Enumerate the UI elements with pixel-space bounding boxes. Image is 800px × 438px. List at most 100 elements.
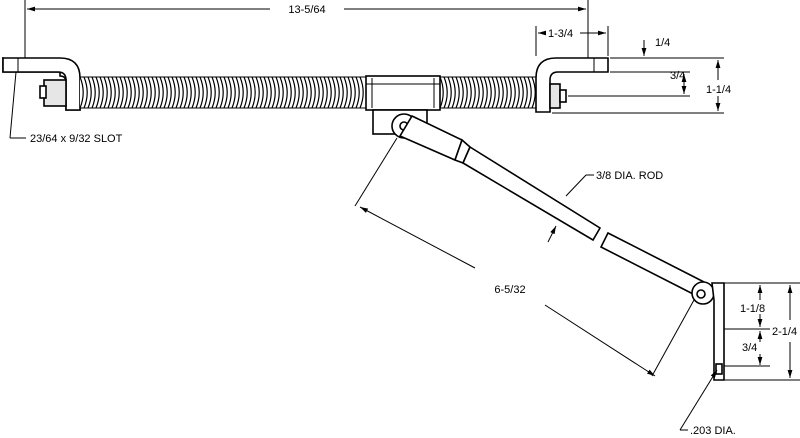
- spring-coil: [335, 76, 340, 109]
- spring-coil: [339, 76, 344, 109]
- spring-coil: [99, 76, 104, 109]
- spring-coil: [279, 76, 284, 109]
- spring-coil: [219, 76, 224, 109]
- spring-coil: [103, 76, 108, 109]
- spring-coil: [263, 76, 268, 109]
- spring-coil: [507, 76, 512, 109]
- right-bracket: [535, 57, 609, 113]
- spring-coil: [143, 76, 148, 109]
- spring-coil: [283, 76, 288, 109]
- strut-rod: [391, 113, 715, 305]
- spring-coil: [295, 76, 300, 109]
- hole-diameter-callout: .203 DIA.: [679, 369, 736, 437]
- spring-coil: [151, 76, 156, 109]
- spring-coil: [135, 76, 140, 109]
- bracket-width-label: 1-3/4: [548, 28, 573, 40]
- spring-coil: [243, 76, 248, 109]
- spring-coil: [95, 76, 100, 109]
- spring-coil: [203, 76, 208, 109]
- spring-coil: [147, 76, 152, 109]
- lower-bracket: [711, 282, 725, 381]
- spring-coil: [311, 76, 316, 109]
- spring-coil: [327, 76, 332, 109]
- spring-coil: [119, 76, 124, 109]
- spring-coil: [515, 76, 520, 109]
- lower-hole-spacing-label: 1-1/8: [740, 303, 765, 315]
- spring-coil: [307, 76, 312, 109]
- spring-coil: [191, 76, 196, 109]
- right-spring: [439, 76, 536, 109]
- spring-coil: [275, 76, 280, 109]
- spring-coil: [255, 76, 260, 109]
- lower-hole-offset-label: 3/4: [742, 342, 757, 354]
- top-offset-dimension: 1/4: [610, 37, 690, 73]
- spring-coil: [123, 76, 128, 109]
- bolt-offset-dimension: 3/4: [568, 70, 690, 97]
- spring-coil: [271, 76, 276, 109]
- spring-coil: [511, 76, 516, 109]
- spring-coil: [87, 76, 92, 109]
- spring-coil: [491, 76, 496, 109]
- hole-diameter-label: .203 DIA.: [690, 425, 736, 437]
- spring-coil: [499, 76, 504, 109]
- overall-length-label: 13-5/64: [288, 4, 325, 16]
- left-spring: [79, 76, 366, 109]
- spring-coil: [227, 76, 232, 109]
- spring-coil: [127, 76, 132, 109]
- spring-coil: [475, 76, 480, 109]
- spring-coil: [447, 76, 452, 109]
- spring-coil: [503, 76, 508, 109]
- spring-coil: [91, 76, 96, 109]
- spring-coil: [291, 76, 296, 109]
- spring-coil: [315, 76, 320, 109]
- slot-label: 23/64 x 9/32 SLOT: [30, 133, 123, 145]
- spring-coil: [195, 76, 200, 109]
- spring-coil: [483, 76, 488, 109]
- slot-callout: 23/64 x 9/32 SLOT: [9, 71, 123, 145]
- spring-coil: [287, 76, 292, 109]
- spring-coil: [179, 76, 184, 109]
- lower-dimensions: 1-1/8 3/4 2-1/4: [724, 282, 800, 381]
- spring-coil: [355, 76, 360, 109]
- spring-coil: [115, 76, 120, 109]
- spring-coil: [479, 76, 484, 109]
- spring-coil: [351, 76, 356, 109]
- bracket-height-dimension: 1-1/4: [552, 57, 731, 114]
- rod-diameter-label: 3/8 DIA. ROD: [596, 170, 663, 182]
- spring-coil: [139, 76, 144, 109]
- lower-bracket-height-label: 2-1/4: [772, 326, 797, 338]
- bolt-offset-label: 3/4: [670, 70, 685, 82]
- spring-coil: [251, 76, 256, 109]
- spring-coil: [523, 76, 528, 109]
- spring-coil: [347, 76, 352, 109]
- spring-coil: [443, 76, 448, 109]
- spring-coil: [527, 76, 532, 109]
- spring-coil: [211, 76, 216, 109]
- bracket-width-dimension: 1-3/4: [535, 26, 609, 56]
- top-offset-label: 1/4: [655, 37, 670, 49]
- rod-length-label: 6-5/32: [494, 284, 525, 296]
- spring-coil: [323, 76, 328, 109]
- spring-coil: [155, 76, 160, 109]
- spring-coil: [207, 76, 212, 109]
- bracket-height-label: 1-1/4: [706, 84, 731, 96]
- spring-coil: [463, 76, 468, 109]
- spring-coil: [235, 76, 240, 109]
- spring-coil: [319, 76, 324, 109]
- left-bracket: [2, 56, 81, 111]
- spring-coil: [519, 76, 524, 109]
- spring-coil: [111, 76, 116, 109]
- spring-coil: [163, 76, 168, 109]
- spring-coil: [79, 76, 84, 109]
- spring-coil: [451, 76, 456, 109]
- spring-coil: [359, 76, 364, 109]
- spring-coil: [215, 76, 220, 109]
- spring-coil: [223, 76, 228, 109]
- spring-coil: [183, 76, 188, 109]
- spring-coil: [331, 76, 336, 109]
- spring-coil: [159, 76, 164, 109]
- spring-coil: [459, 76, 464, 109]
- spring-coil: [83, 76, 88, 109]
- spring-coil: [303, 76, 308, 109]
- spring-coil: [487, 76, 492, 109]
